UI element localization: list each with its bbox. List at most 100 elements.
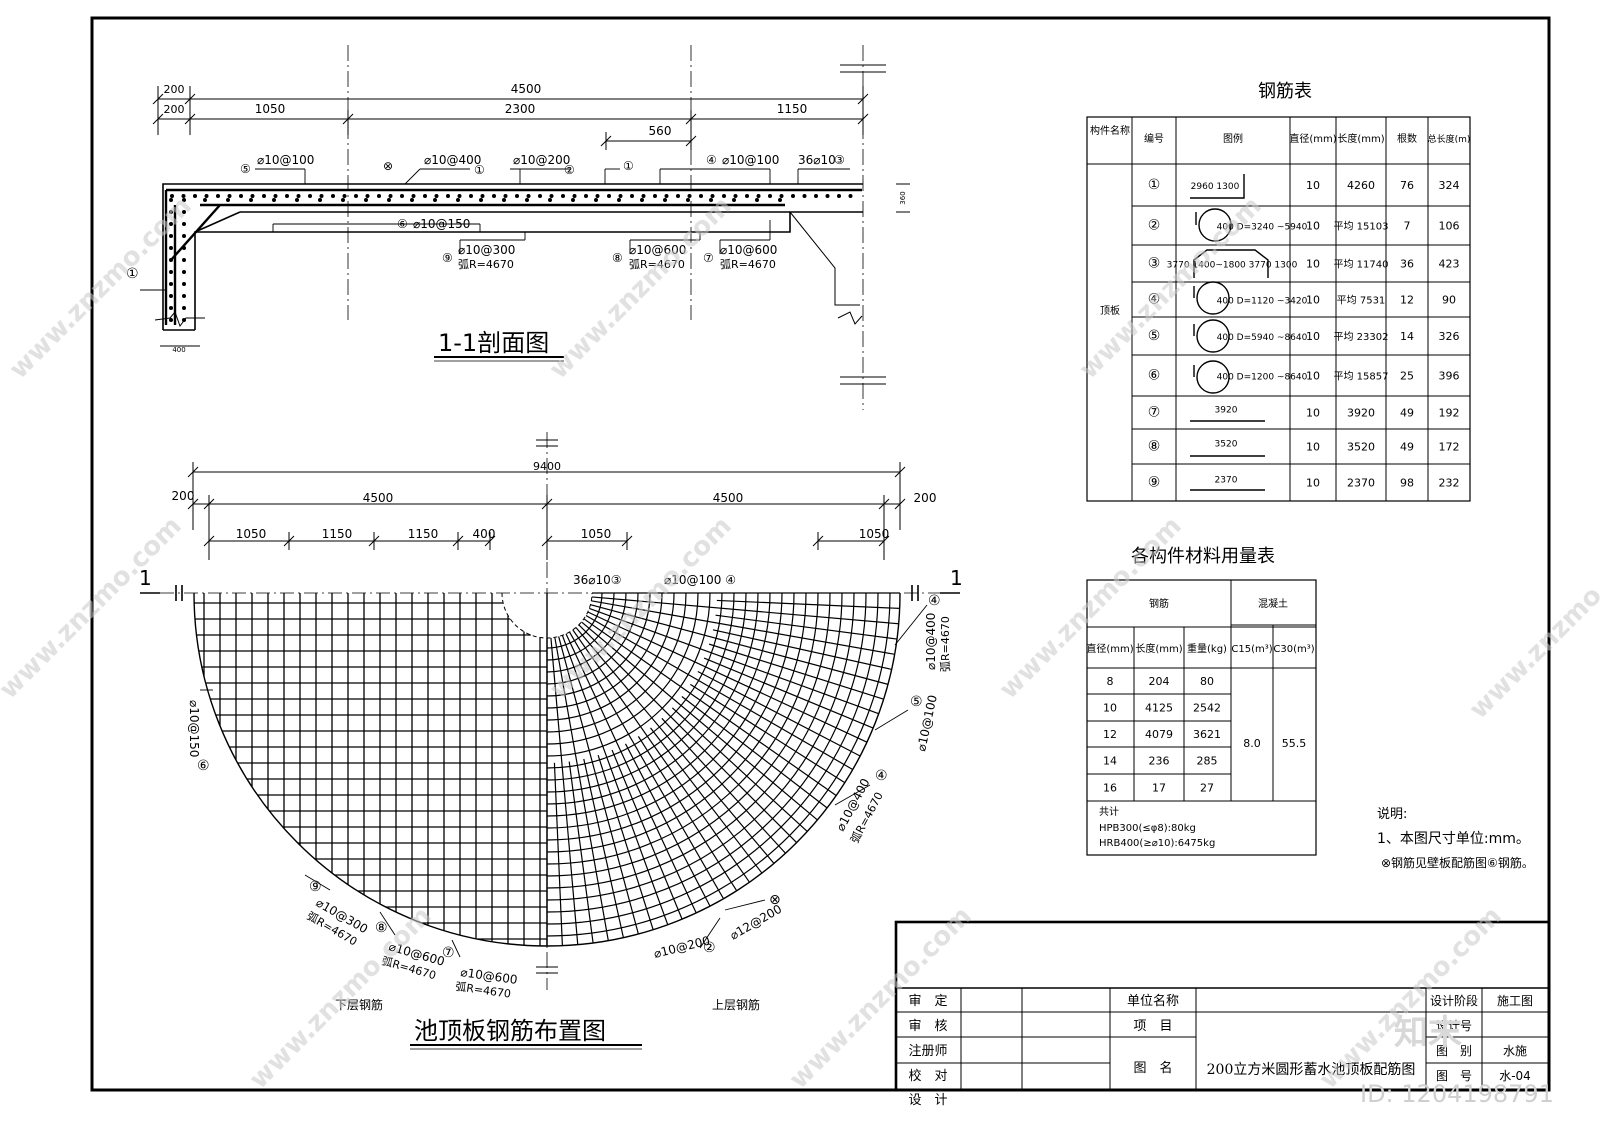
material-c30: 55.5 — [1282, 737, 1307, 750]
rebar-row-total: 232 — [1439, 477, 1460, 490]
rebar-dot-wall-inner — [182, 282, 186, 286]
material-row-len: 17 — [1152, 782, 1166, 795]
upper-bar-radial — [558, 636, 639, 935]
rebar-row-shape: 3520 — [1215, 440, 1238, 450]
plan-bottom-7-num: ⑦ — [442, 945, 455, 961]
tb-label-engineer: 注册师 — [908, 1044, 947, 1059]
plan-bottom-2: ⌀10@200 — [652, 933, 711, 960]
rebar-row-count: 7 — [1404, 220, 1411, 233]
rebar-dot-bottom — [732, 198, 736, 202]
rebar-dot-top — [239, 194, 243, 198]
rebar-dot-top — [170, 194, 174, 198]
section-label-x-num2: ① — [474, 163, 485, 177]
watermark-2: www.znzmo.com — [544, 191, 738, 385]
section-label-x-num: ⊗ — [383, 159, 393, 173]
tb-category-label: 图 别 — [1436, 1044, 1472, 1058]
rebar-row-total: 396 — [1439, 370, 1460, 383]
rebar-component: 顶板 — [1100, 304, 1120, 317]
rebar-header-count: 根数 — [1397, 132, 1417, 145]
watermark-1: www.znzmo.com — [4, 191, 198, 385]
rebar-dot-top — [216, 194, 220, 198]
rebar-dot-top — [641, 194, 646, 198]
section-label-3-num: ③ — [834, 153, 845, 167]
plan-dim-1050-c: 1050 — [859, 527, 890, 541]
material-row-len: 4125 — [1145, 702, 1173, 715]
upper-bar-radial — [554, 637, 609, 941]
rebar-header-total: 总长度(m) — [1428, 133, 1471, 145]
rebar-dot-top — [262, 194, 266, 198]
rebar-dot-wall-outer — [169, 270, 173, 274]
plan-dim-4500-right: 4500 — [713, 491, 744, 505]
rebar-dot-bottom — [548, 198, 552, 202]
rebar-dot-top — [814, 194, 818, 198]
material-header-c15: C15(m³) — [1231, 644, 1272, 655]
rebar-dot-wall-outer — [169, 282, 173, 286]
rebar-row-shape: 2960 1300 — [1191, 182, 1240, 192]
rebar-dot-top — [607, 194, 611, 198]
rebar-dot-bottom — [709, 198, 713, 202]
rebar-row-dia: 10 — [1306, 179, 1320, 192]
rebar-dot-wall-outer — [169, 198, 173, 202]
plan-view: 9400 200 4500 4500 200 1050 1150 1150 40… — [139, 432, 963, 1050]
material-row-dia: 14 — [1103, 755, 1117, 768]
rebar-row-total: 324 — [1439, 179, 1460, 192]
rebar-dot-top — [250, 194, 255, 198]
watermark-7: www.znzmo.com — [1464, 531, 1600, 725]
rebar-header-component: 构件名称 — [1090, 124, 1130, 137]
rebar-row-shape: 3770 1400~1800 3770 1300 — [1167, 261, 1298, 271]
rebar-row-dia: 10 — [1306, 294, 1320, 307]
rebar-dot-bottom — [341, 198, 345, 202]
material-table-title: 各构件材料用量表 — [1131, 546, 1275, 567]
watermark-id: ID: 1204198791 — [1360, 1080, 1554, 1108]
rebar-row-no: ⑦ — [1148, 405, 1161, 421]
section-label-8-sub: 弧R=4670 — [629, 257, 685, 271]
rebar-dot-top — [457, 194, 462, 198]
watermark-3: www.znzmo.com — [1074, 191, 1268, 385]
rebar-dot-wall-outer — [169, 246, 173, 250]
upper-rebar-caption: 上层钢筋 — [712, 997, 760, 1012]
watermark-4: www.znzmo.com — [0, 511, 188, 705]
rebar-dot-wall-inner — [182, 210, 186, 214]
rebar-dot-wall-inner — [182, 234, 186, 238]
material-header-weight: 重量(kg) — [1187, 642, 1227, 655]
rebar-dot-top — [733, 194, 738, 198]
rebar-dot-top — [745, 194, 749, 198]
plan-right-4-num-b: ④ — [875, 768, 888, 784]
lower-rebar-caption: 下层钢筋 — [335, 997, 383, 1012]
dim-400: 400 — [172, 346, 185, 354]
section-view: 200 4500 200 1050 2300 1150 560 360 400 — [126, 45, 910, 410]
tb-unit-label: 单位名称 — [1127, 993, 1179, 1009]
rebar-dot-top — [595, 194, 600, 198]
watermark-5: www.znzmo.com — [544, 511, 738, 705]
rebar-dot-top — [802, 194, 807, 198]
material-row-dia: 8 — [1107, 675, 1114, 688]
rebar-dot-top — [825, 194, 830, 198]
upper-bar-radial — [681, 696, 828, 809]
rebar-row-count: 49 — [1400, 407, 1414, 420]
rebar-row-no: ⑨ — [1148, 475, 1161, 491]
dim-4500-top: 4500 — [511, 82, 542, 96]
tb-label-review: 审 核 — [908, 1019, 947, 1034]
rebar-row-total: 192 — [1439, 407, 1460, 420]
notes: 说明: 1、本图尺寸单位:mm。 ⊗钢筋见壁板配筋图⑥钢筋。 — [1377, 807, 1534, 870]
upper-bar-radial — [624, 743, 711, 907]
rebar-dot-bottom — [479, 198, 483, 202]
plan-dim-400: 400 — [473, 527, 496, 541]
rebar-dot-top — [630, 194, 634, 198]
plan-dim-1050-a: 1050 — [236, 527, 267, 541]
rebar-dot-wall-outer — [169, 318, 173, 322]
upper-bar-radial — [697, 670, 861, 757]
rebar-dot-top — [791, 194, 795, 198]
rebar-dot-top — [722, 194, 726, 198]
plan-title: 池顶板钢筋布置图 — [414, 1017, 606, 1045]
rebar-dot-top — [423, 194, 427, 198]
section-label-7-sub: 弧R=4670 — [720, 257, 776, 271]
rebar-dot-wall-outer — [169, 222, 173, 226]
rebar-row-len: 平均 15103 — [1334, 221, 1389, 233]
rebar-dot-bottom — [456, 198, 460, 202]
rebar-shape-sketches — [1190, 174, 1269, 491]
dim-1150: 1150 — [777, 102, 808, 116]
upper-bar-radial — [585, 614, 854, 771]
tb-stage-value: 施工图 — [1497, 994, 1533, 1008]
section-label-x: ⌀10@400 — [424, 153, 481, 167]
